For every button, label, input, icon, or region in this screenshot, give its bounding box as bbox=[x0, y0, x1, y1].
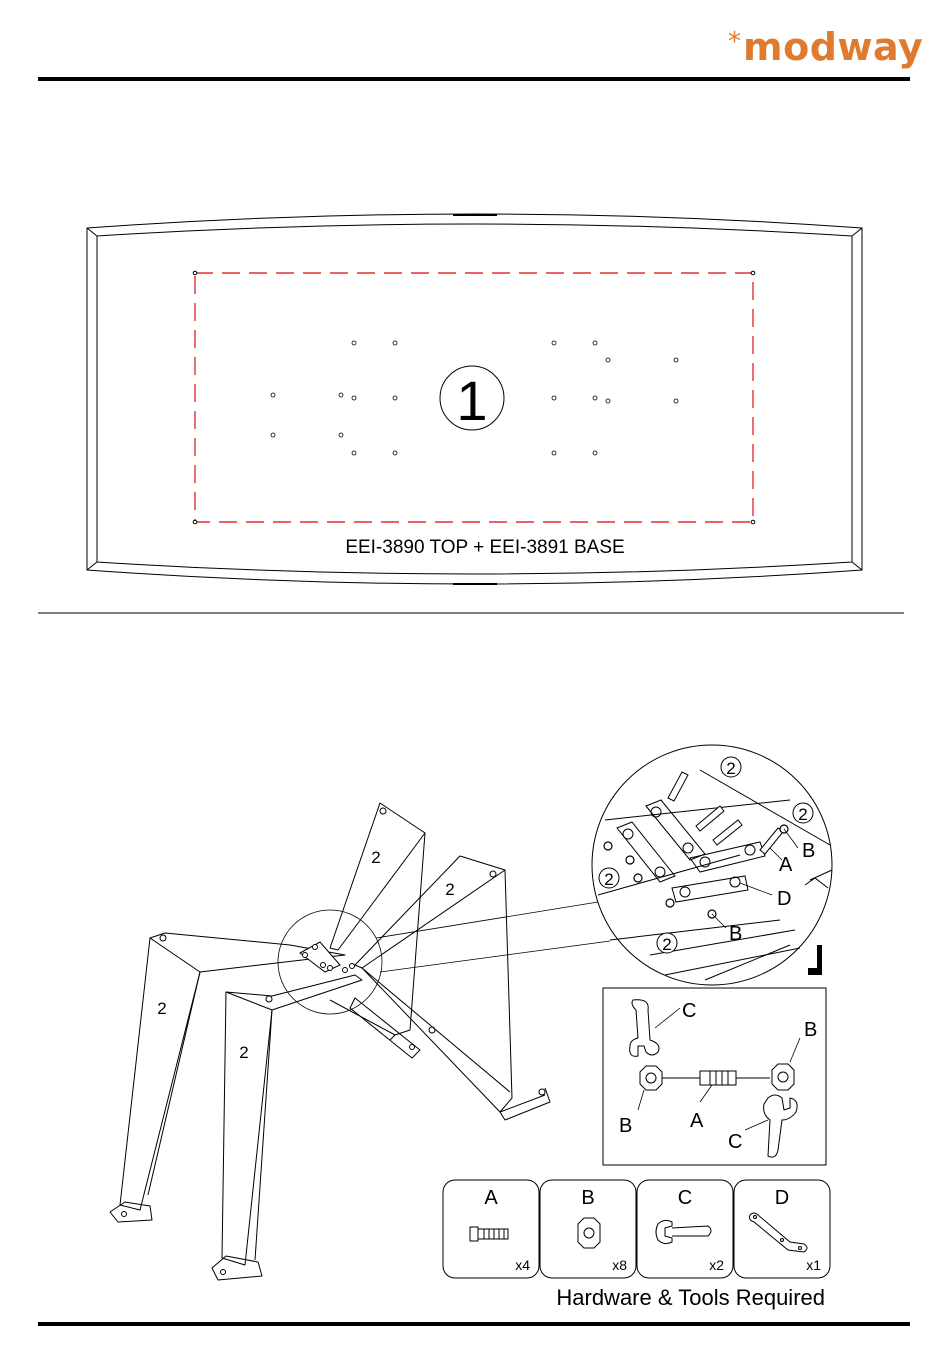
leg-label-back-left: 2 bbox=[157, 999, 166, 1018]
detail-leg-label-2: 2 bbox=[798, 805, 807, 824]
assembly-label-b-right: B bbox=[804, 1019, 817, 1041]
hardware-letter-a: A bbox=[484, 1187, 498, 1209]
leg-label-back-center: 2 bbox=[371, 848, 380, 867]
hardware-letter-b: B bbox=[581, 1187, 594, 1209]
hardware-letter-c: C bbox=[678, 1187, 692, 1209]
detail-leg-label-3: 2 bbox=[604, 870, 613, 889]
detail-label-b-lower: B bbox=[729, 923, 742, 945]
hardware-qty-a: x4 bbox=[515, 1257, 530, 1273]
detail-leg-label-1: 2 bbox=[726, 759, 735, 778]
hardware-letter-d: D bbox=[775, 1187, 789, 1209]
leg-label-right: 2 bbox=[445, 880, 454, 899]
detail-label-d: D bbox=[777, 888, 791, 910]
assembly-label-b-left: B bbox=[619, 1115, 632, 1137]
assembly-label-a: A bbox=[690, 1110, 704, 1132]
hardware-qty-b: x8 bbox=[612, 1257, 627, 1273]
hardware-title: Hardware & Tools Required bbox=[525, 1285, 825, 1311]
detail-leg-label-4: 2 bbox=[662, 935, 671, 954]
assembly-label-c-bottom: C bbox=[728, 1131, 742, 1153]
detail-label-b-upper: B bbox=[802, 840, 815, 862]
hardware-qty-c: x2 bbox=[709, 1257, 724, 1273]
hardware-qty-d: x1 bbox=[806, 1257, 821, 1273]
leg-label-front-left: 2 bbox=[239, 1043, 248, 1062]
assembly-label-c-top: C bbox=[682, 1000, 696, 1022]
detail-label-a: A bbox=[779, 854, 793, 876]
